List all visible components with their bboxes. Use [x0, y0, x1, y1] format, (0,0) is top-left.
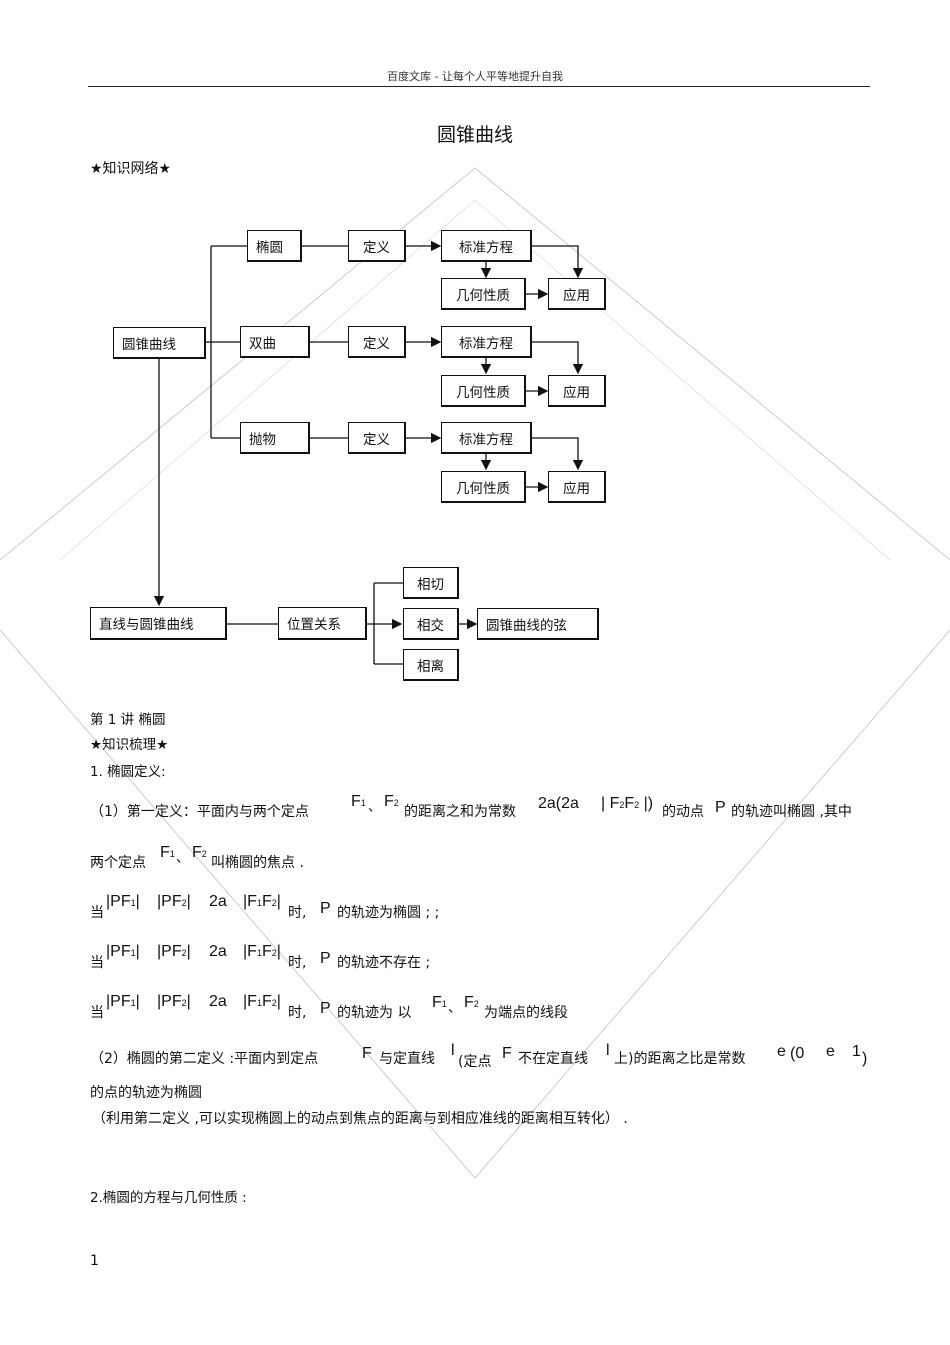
- def2-l-again: l: [606, 1042, 610, 1059]
- case-lead: 当: [90, 905, 104, 921]
- def2-note: （利用第二定义 ,可以实现椭圆上的动点到焦点的距离与到相应准线的距离相互转化） …: [92, 1111, 628, 1127]
- box-application: 应用: [548, 278, 606, 310]
- case-lead: 当: [90, 955, 104, 971]
- case-shi: 时,: [288, 955, 307, 971]
- def1-tail: 的轨迹叫椭圆 ,其中: [731, 804, 852, 820]
- network-heading: ★知识网络★: [90, 161, 172, 177]
- box-standard-equation: 标准方程: [441, 230, 532, 262]
- case-tail: 的轨迹为 以: [337, 1005, 412, 1021]
- box-tangent: 相切: [403, 567, 459, 599]
- box-standard-equation: 标准方程: [441, 422, 532, 454]
- case3-end: 为端点的线段: [484, 1005, 568, 1021]
- def1-line2-sep: 、: [176, 850, 190, 866]
- case-tail: 的轨迹不存在 ;: [337, 955, 431, 971]
- box-geometric-properties: 几何性质: [441, 471, 526, 503]
- box-definition: 定义: [348, 326, 406, 358]
- case-lead: 当: [90, 1005, 104, 1021]
- def2-f: F: [362, 1045, 372, 1062]
- def1-line2-f1: F1: [160, 844, 175, 861]
- def2-l: l: [451, 1042, 455, 1059]
- def1-after: 的动点: [662, 804, 704, 820]
- section-2-heading: 2.椭圆的方程与几何性质 :: [90, 1190, 247, 1206]
- box-definition: 定义: [348, 230, 406, 262]
- case-2a: 2a: [209, 893, 227, 910]
- page-header: 百度文库 - 让每个人平等地提升自我: [387, 70, 563, 83]
- case-pf1: |PF1|: [106, 943, 140, 960]
- def2-mid2: (定点: [458, 1054, 492, 1070]
- case-pf1: |PF1|: [106, 893, 140, 910]
- case-pf1: |PF1|: [106, 993, 140, 1010]
- box-separate: 相离: [403, 649, 459, 681]
- def1-line2-f2: F2: [192, 844, 207, 861]
- box-application: 应用: [548, 375, 606, 407]
- def2-mid1: 与定直线: [379, 1051, 435, 1067]
- page-number: 1: [90, 1253, 99, 1269]
- def1-f2: F2: [384, 793, 399, 810]
- case-pf2: |PF2|: [157, 893, 191, 910]
- box-geometric-properties: 几何性质: [441, 278, 526, 310]
- def2-one: 1: [852, 1043, 861, 1060]
- page-title: 圆锥曲线: [436, 124, 513, 146]
- def2-e2: e: [826, 1043, 835, 1060]
- def1-line2-lead: 两个定点: [90, 855, 146, 871]
- def1-sep: 、: [368, 799, 382, 815]
- box-standard-equation: 标准方程: [441, 326, 532, 358]
- case-f1f2: |F1F2|: [243, 893, 281, 910]
- case3-sep: 、: [448, 1000, 462, 1016]
- box-line-and-conic: 直线与圆锥曲线: [90, 607, 227, 640]
- def2-lead: （2）椭圆的第二定义 :平面内到定点: [90, 1051, 319, 1067]
- box-root: 圆锥曲线: [113, 327, 206, 359]
- case-shi: 时,: [288, 905, 307, 921]
- def1-f1: F1: [351, 793, 366, 810]
- box-definition: 定义: [348, 422, 406, 454]
- def1-f2f2: | F2F2 |): [601, 795, 654, 812]
- def1-const: 2a(2a: [538, 795, 579, 812]
- def2-close: ): [862, 1050, 868, 1067]
- box-application: 应用: [548, 471, 606, 503]
- case-f1f2: |F1F2|: [243, 943, 281, 960]
- def2-e: e: [777, 1043, 786, 1060]
- def1-line2-tail: 叫椭圆的焦点 .: [211, 855, 304, 871]
- box-hyperbola: 双曲: [240, 326, 310, 358]
- box-parabola: 抛物: [240, 422, 310, 454]
- case-p: P: [320, 1000, 331, 1017]
- def1-lead: （1）第一定义：平面内与两个定点: [90, 804, 309, 820]
- def1-mid: 的距离之和为常数: [404, 804, 516, 820]
- review-heading: ★知识梳理★: [90, 737, 169, 753]
- def2-zero: (0: [790, 1045, 805, 1062]
- case-p: P: [320, 950, 331, 967]
- box-chord: 圆锥曲线的弦: [477, 608, 599, 640]
- case3-f2: F2: [464, 994, 479, 1011]
- box-position-relation: 位置关系: [278, 607, 367, 640]
- def2-f-again: F: [502, 1045, 512, 1062]
- section-1-heading: 1. 椭圆定义:: [90, 764, 166, 780]
- box-intersect: 相交: [403, 608, 459, 640]
- case-f1f2: |F1F2|: [243, 993, 281, 1010]
- case-2a: 2a: [209, 943, 227, 960]
- case-p: P: [320, 900, 331, 917]
- case-2a: 2a: [209, 993, 227, 1010]
- case-pf2: |PF2|: [157, 993, 191, 1010]
- case-pf2: |PF2|: [157, 943, 191, 960]
- lecture-title: 第 1 讲 椭圆: [90, 712, 166, 728]
- def2-mid4: 上)的距离之比是常数: [614, 1051, 746, 1067]
- header-rule: [88, 86, 870, 87]
- case-tail: 的轨迹为椭圆 ; ;: [337, 905, 440, 921]
- def1-p: P: [715, 799, 726, 816]
- def2-line2: 的点的轨迹为椭圆: [90, 1085, 202, 1101]
- def2-mid3: 不在定直线: [518, 1051, 588, 1067]
- box-geometric-properties: 几何性质: [441, 375, 526, 407]
- box-ellipse: 椭圆: [247, 230, 302, 262]
- case-shi: 时,: [288, 1005, 307, 1021]
- case3-f1: F1: [432, 994, 447, 1011]
